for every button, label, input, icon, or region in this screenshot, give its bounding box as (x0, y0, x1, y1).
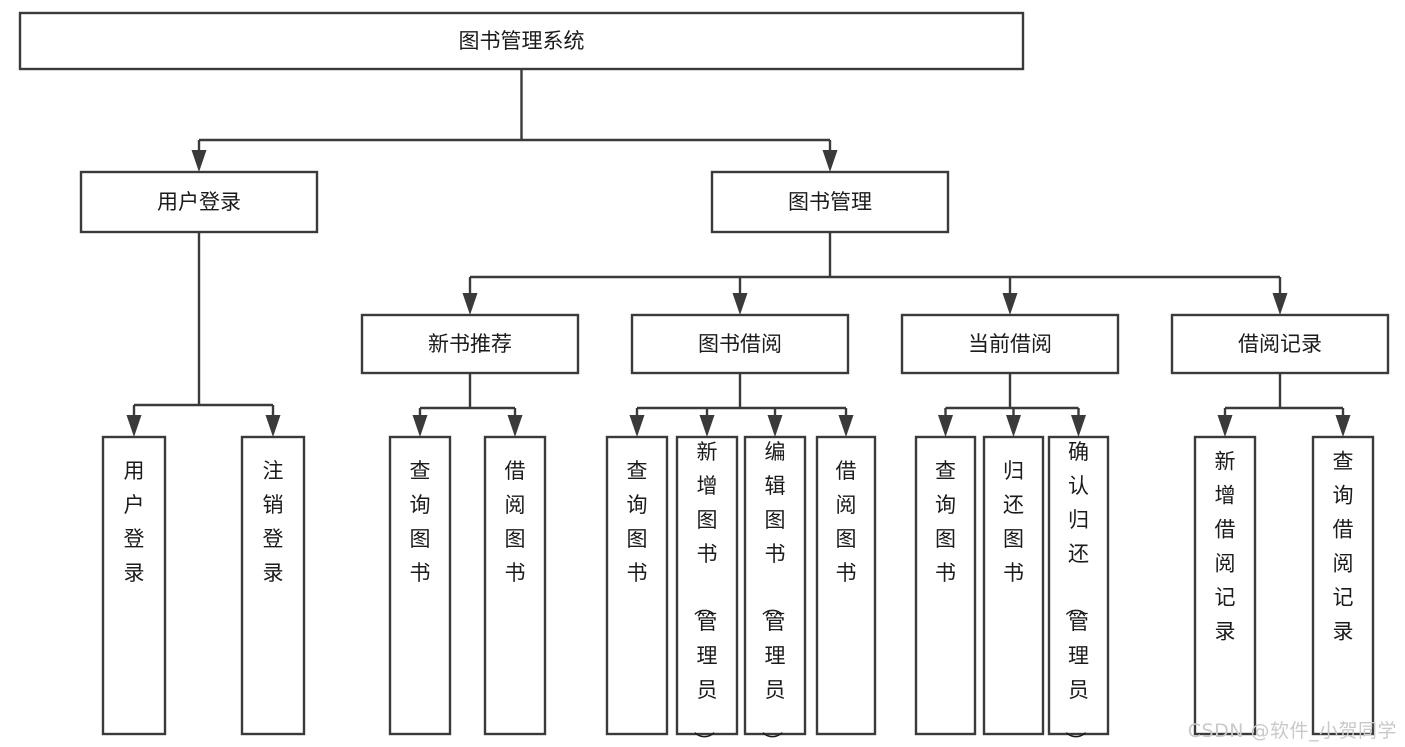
node-label: 查询借阅记录 (1333, 449, 1354, 643)
connector-group (938, 373, 1086, 437)
node-leaf-add-book[interactable]: 新增图书（管理员） (675, 435, 739, 747)
node-label: 新增图书（管理员） (692, 440, 718, 747)
node-label: 用户登录 (124, 459, 145, 585)
node-leaf-query-record[interactable]: 查询借阅记录 (1311, 435, 1375, 736)
node-label: 注销登录 (263, 459, 284, 585)
node-label: 借阅记录 (1238, 332, 1322, 356)
node-current-borrow[interactable]: 当前借阅 (900, 313, 1120, 375)
node-label: 当前借阅 (968, 332, 1052, 356)
node-layer: 图书管理系统用户登录图书管理新书推荐图书借阅当前借阅借阅记录用户登录注销登录查询… (18, 11, 1390, 747)
node-label: 查询图书 (935, 459, 956, 585)
node-leaf-query-book-1[interactable]: 查询图书 (388, 435, 452, 736)
node-label: 新增借阅记录 (1215, 449, 1236, 643)
node-leaf-borrow-book-1[interactable]: 借阅图书 (483, 435, 547, 736)
connector-group (462, 232, 1288, 315)
connector-group (629, 373, 854, 437)
node-leaf-user-login[interactable]: 用户登录 (101, 435, 167, 736)
node-leaf-query-book-3[interactable]: 查询图书 (914, 435, 977, 736)
node-leaf-logout[interactable]: 注销登录 (240, 435, 306, 736)
node-label: 借阅图书 (836, 459, 857, 585)
node-leaf-return-book[interactable]: 归还图书 (982, 435, 1045, 736)
node-user-login[interactable]: 用户登录 (79, 170, 319, 234)
node-label: 图书管理 (788, 190, 872, 214)
node-label: 借阅图书 (505, 459, 526, 585)
connector-group (126, 232, 281, 437)
node-label: 查询图书 (627, 459, 648, 585)
node-root[interactable]: 图书管理系统 (18, 11, 1025, 71)
node-label: 图书借阅 (698, 332, 782, 356)
node-label: 查询图书 (410, 459, 431, 585)
node-label: 确认归还（管理员） (1063, 440, 1089, 747)
node-leaf-add-record[interactable]: 新增借阅记录 (1193, 435, 1257, 736)
connector-group (191, 69, 838, 172)
node-book-manage[interactable]: 图书管理 (710, 170, 950, 234)
watermark-label: CSDN @软件_小贺同学 (1187, 720, 1397, 742)
node-leaf-edit-book[interactable]: 编辑图书（管理员） (743, 435, 807, 747)
node-leaf-borrow-book-2[interactable]: 借阅图书 (815, 435, 877, 736)
node-label: 图书管理系统 (459, 29, 585, 53)
node-label: 新书推荐 (428, 332, 512, 356)
node-borrow-record[interactable]: 借阅记录 (1170, 313, 1390, 375)
node-label: 编辑图书（管理员） (760, 440, 786, 747)
node-leaf-query-book-2[interactable]: 查询图书 (605, 435, 669, 736)
node-leaf-confirm-return[interactable]: 确认归还（管理员） (1047, 435, 1110, 747)
node-label: 归还图书 (1003, 459, 1024, 585)
node-label: 用户登录 (157, 190, 241, 214)
connector-group (412, 373, 523, 437)
node-new-book-rec[interactable]: 新书推荐 (360, 313, 580, 375)
connector-group (1217, 373, 1351, 437)
node-book-borrow[interactable]: 图书借阅 (630, 313, 850, 375)
connector-layer (126, 69, 1351, 437)
